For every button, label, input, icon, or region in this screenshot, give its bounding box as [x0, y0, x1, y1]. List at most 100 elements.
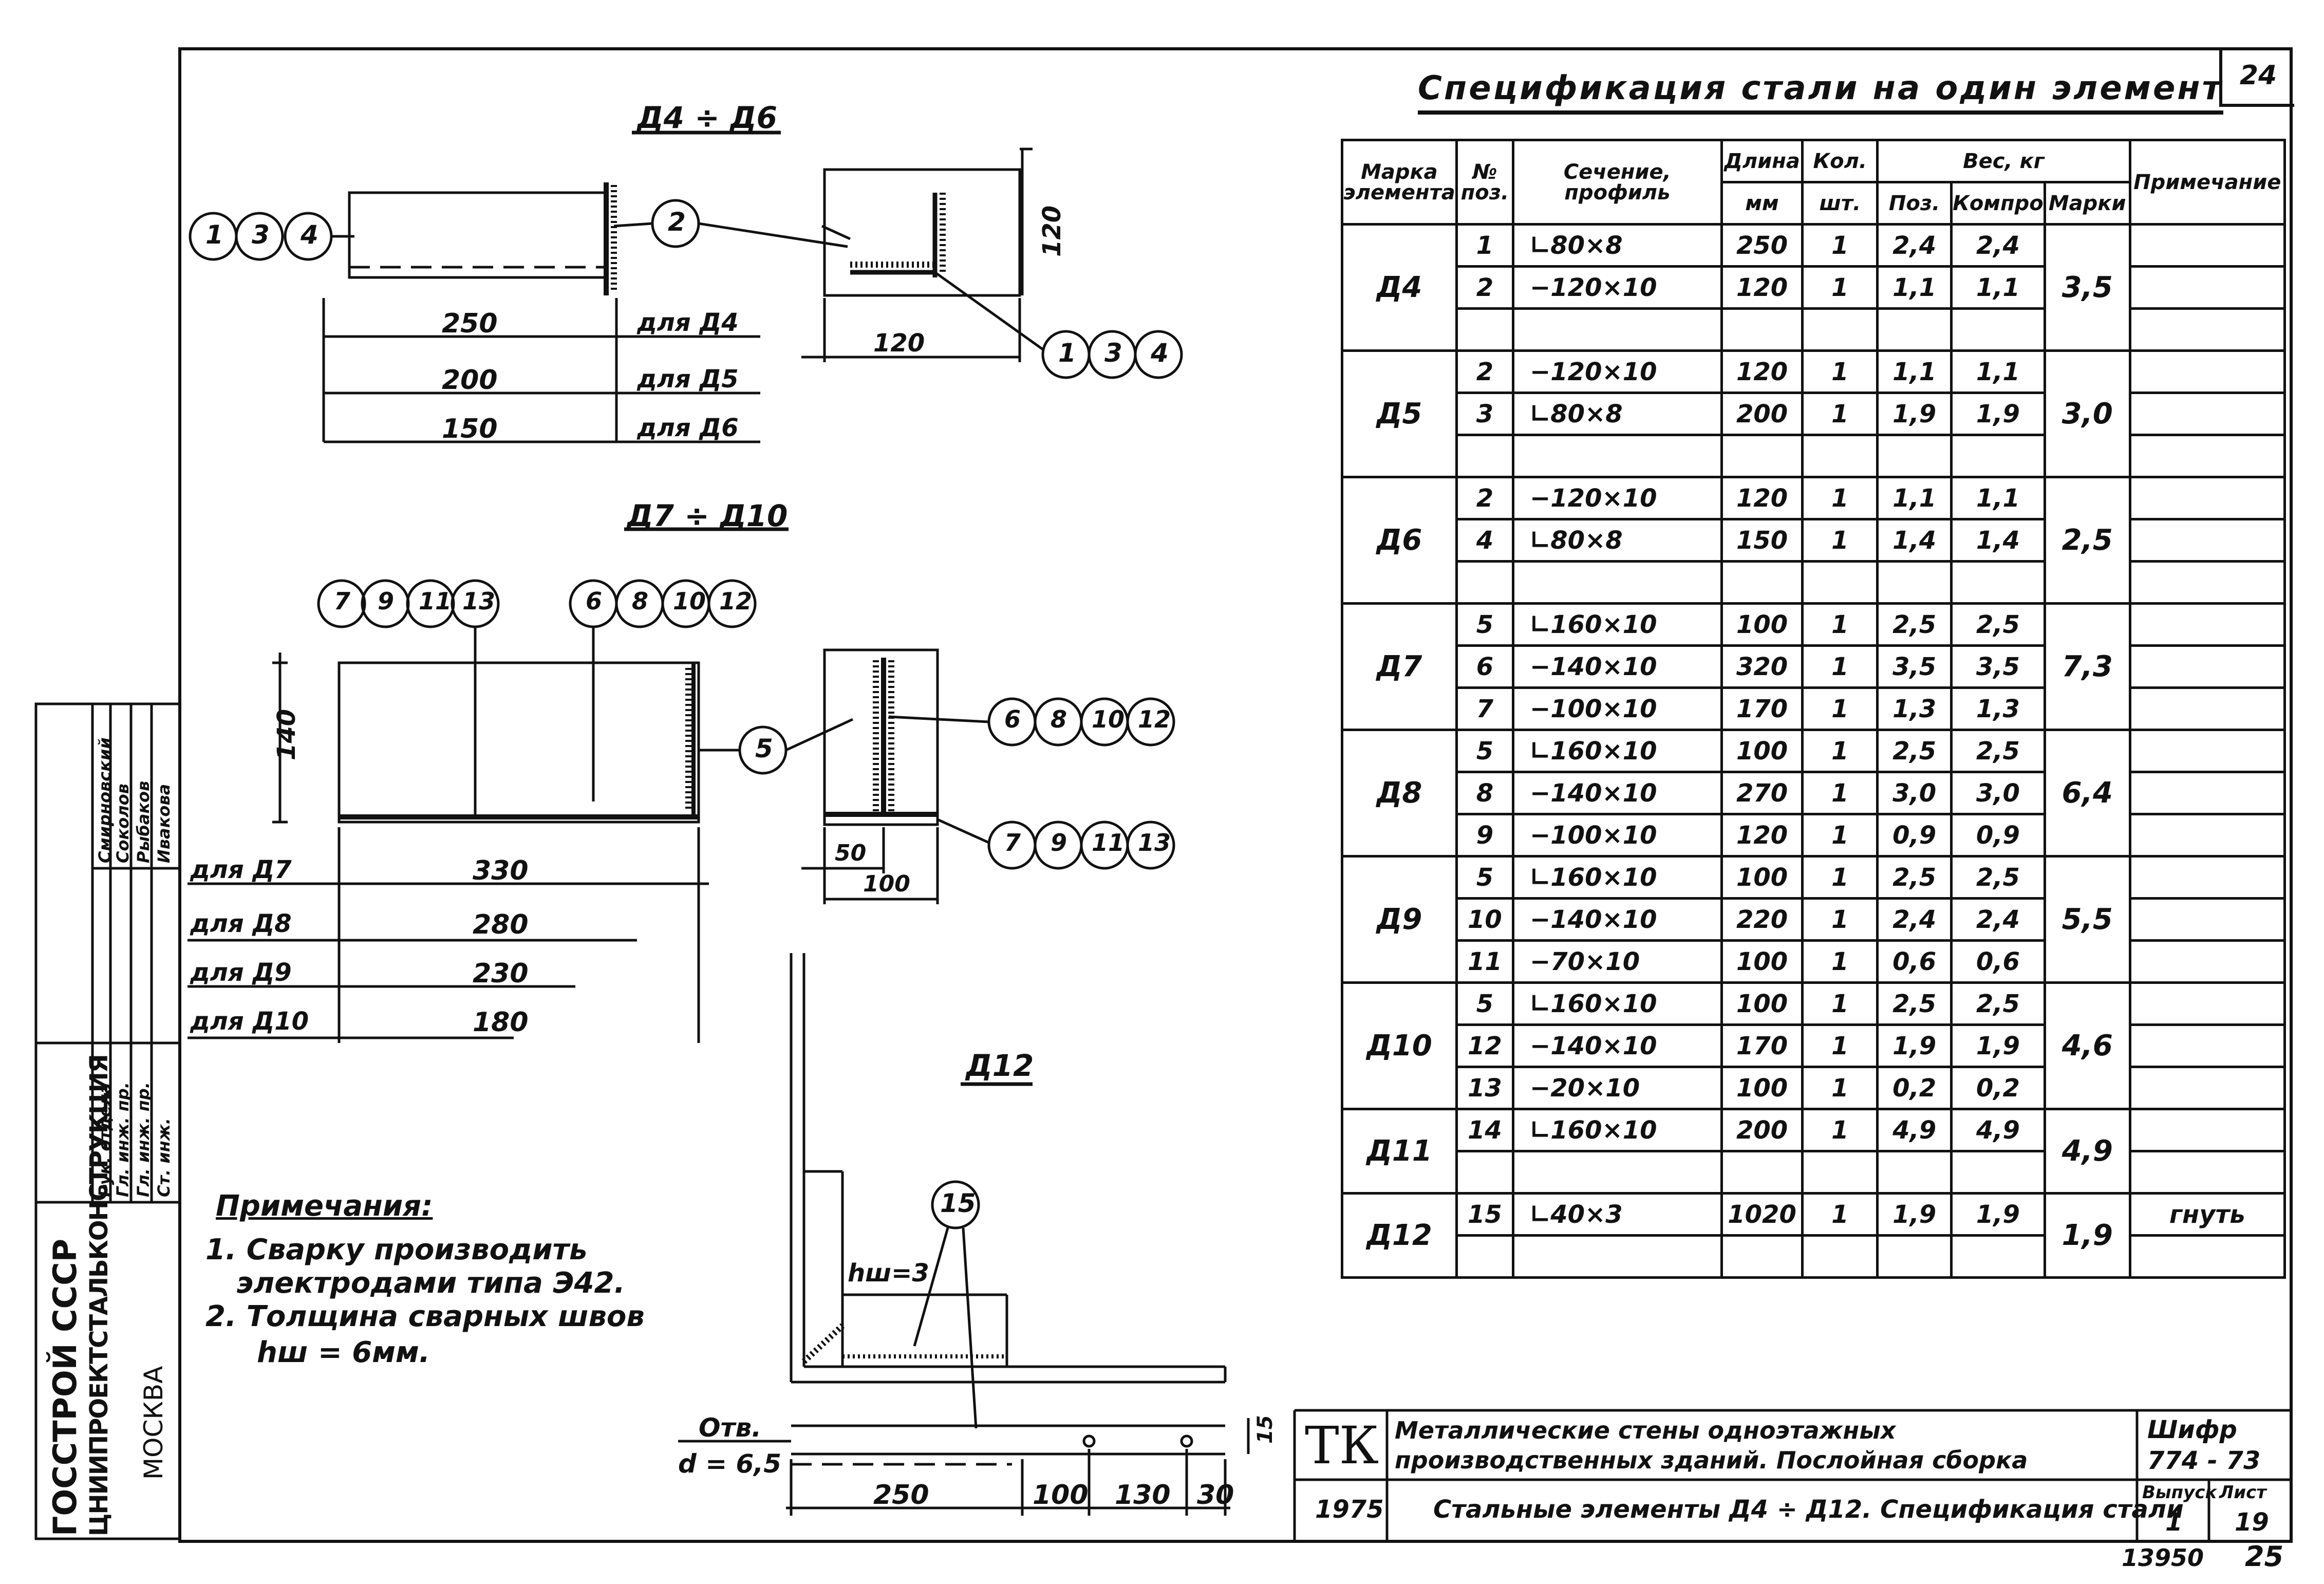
spec-weight-pos: 0,6: [1876, 939, 1953, 984]
spec-length: [1720, 560, 1804, 605]
spec-length: 320: [1720, 644, 1804, 689]
spec-weight-total: 1,1: [1950, 265, 2046, 310]
callout-15: 15: [940, 1188, 976, 1218]
tb-code: 774 - 73: [2147, 1446, 2261, 1475]
spec-length: 200: [1720, 1108, 1804, 1152]
dim-for-d4: для Д4: [637, 308, 739, 337]
spec-qty: 1: [1801, 981, 1879, 1026]
spec-note: [2128, 223, 2286, 268]
spec-length: [1720, 1150, 1804, 1195]
spec-weight-total: 0,2: [1950, 1066, 2046, 1110]
callout-10: 10: [673, 587, 706, 615]
hole-label: Отв.: [699, 1413, 762, 1443]
spec-section: −120×10: [1512, 476, 1723, 520]
callout-13: 13: [462, 587, 496, 615]
tb-issue: 1: [2165, 1508, 2183, 1537]
spec-qty: [1801, 434, 1879, 478]
dim-280: 280: [473, 909, 529, 940]
header-qty: Кол.: [1801, 139, 1879, 183]
spec-section: [1512, 434, 1723, 478]
spec-weight-total: 3,0: [1950, 771, 2046, 815]
spec-weight-pos: 1,9: [1876, 1023, 1953, 1068]
spec-section: −70×10: [1512, 939, 1723, 984]
spec-weight-total: 1,4: [1950, 518, 2046, 563]
tb-year: 1975: [1315, 1495, 1384, 1524]
dim-330: 330: [473, 855, 529, 886]
bottom-number-2: 25: [2245, 1540, 2284, 1573]
spec-note: [2128, 771, 2286, 815]
spec-row: [1342, 1150, 2286, 1195]
spec-note: [2128, 855, 2286, 900]
hole-diameter: d = 6,5: [678, 1449, 782, 1479]
tb-sheet: 19: [2235, 1508, 2269, 1537]
spec-length: 270: [1720, 771, 1804, 815]
header-pos: № поз.: [1455, 139, 1515, 226]
spec-weight-total: 1,1: [1950, 349, 2046, 394]
spec-length: 170: [1720, 686, 1804, 731]
spec-note: [2128, 434, 2286, 478]
callout-11: 11: [419, 587, 452, 615]
callout-r10: 10: [1092, 705, 1125, 733]
spec-length: [1720, 434, 1804, 478]
spec-length: 120: [1720, 265, 1804, 310]
spec-section: [1512, 1150, 1723, 1195]
stamp-name-4: Ивакова: [154, 784, 174, 863]
spec-qty: 1: [1801, 476, 1879, 520]
spec-qty: 1: [1801, 1066, 1879, 1110]
dim-for-d7: для Д7: [190, 855, 292, 884]
spec-table: Марка элемента № поз. Сечение, профиль Д…: [1341, 139, 2286, 1279]
spec-weight-mark: 6,4: [2043, 729, 2131, 858]
spec-qty: 1: [1801, 729, 1879, 773]
spec-qty: 1: [1801, 897, 1879, 942]
spec-section: [1512, 560, 1723, 605]
spec-weight-pos: 2,5: [1876, 729, 1953, 773]
spec-weight-pos: 2,5: [1876, 855, 1953, 900]
header-mark: Марка элемента: [1341, 139, 1458, 226]
spec-weight-total: 2,5: [1950, 855, 2046, 900]
spec-length: 1020: [1720, 1192, 1804, 1237]
spec-weight-pos: 0,9: [1876, 813, 1953, 858]
spec-section: −100×10: [1512, 813, 1723, 858]
drawing-d7-d10: [188, 527, 1175, 1043]
spec-weight-total: 1,9: [1950, 1192, 2046, 1237]
spec-weight-total: 1,9: [1950, 1023, 2046, 1068]
spec-section: ∟160×10: [1512, 981, 1723, 1026]
notes-title: Примечания:: [216, 1189, 433, 1223]
spec-weight-total: 0,6: [1950, 939, 2046, 984]
spec-weight-mark: 4,9: [2043, 1108, 2131, 1195]
spec-section: ∟160×10: [1512, 1108, 1723, 1152]
spec-section: −140×10: [1512, 644, 1723, 689]
spec-section: −120×10: [1512, 265, 1723, 310]
spec-section: −140×10: [1512, 771, 1723, 815]
spec-note: [2128, 981, 2286, 1026]
header-weight-mark: Марки: [2043, 181, 2131, 226]
spec-weight-total: [1950, 1234, 2046, 1279]
spec-note: [2128, 1108, 2286, 1152]
spec-mark: Д6: [1341, 476, 1458, 605]
spec-pos: 1: [1455, 223, 1515, 268]
stamp-role-2: Гл. инж. пр.: [113, 1082, 133, 1197]
dim-for-d6: для Д6: [637, 414, 739, 442]
callout-8: 8: [632, 587, 649, 615]
spec-qty: 1: [1801, 939, 1879, 984]
spec-weight-total: 2,4: [1950, 897, 2046, 942]
spec-pos: 6: [1455, 644, 1515, 689]
spec-weight-total: 2,5: [1950, 729, 2046, 773]
spec-weight-total: 3,5: [1950, 644, 2046, 689]
spec-section: ∟40×3: [1512, 1192, 1723, 1237]
dim-for-d5: для Д5: [637, 365, 739, 394]
dim-230: 230: [473, 958, 529, 989]
dim-for-d8: для Д8: [190, 909, 292, 938]
spec-weight-pos: 1,3: [1876, 686, 1953, 731]
spec-length: 100: [1720, 939, 1804, 984]
spec-note: [2128, 644, 2286, 689]
spec-section: ∟160×10: [1512, 602, 1723, 647]
stamp-name-2: Соколов: [113, 784, 133, 863]
spec-note: [2128, 1150, 2286, 1195]
spec-weight-pos: 1,1: [1876, 265, 1953, 310]
drawing-d4-d6: [189, 131, 1183, 443]
